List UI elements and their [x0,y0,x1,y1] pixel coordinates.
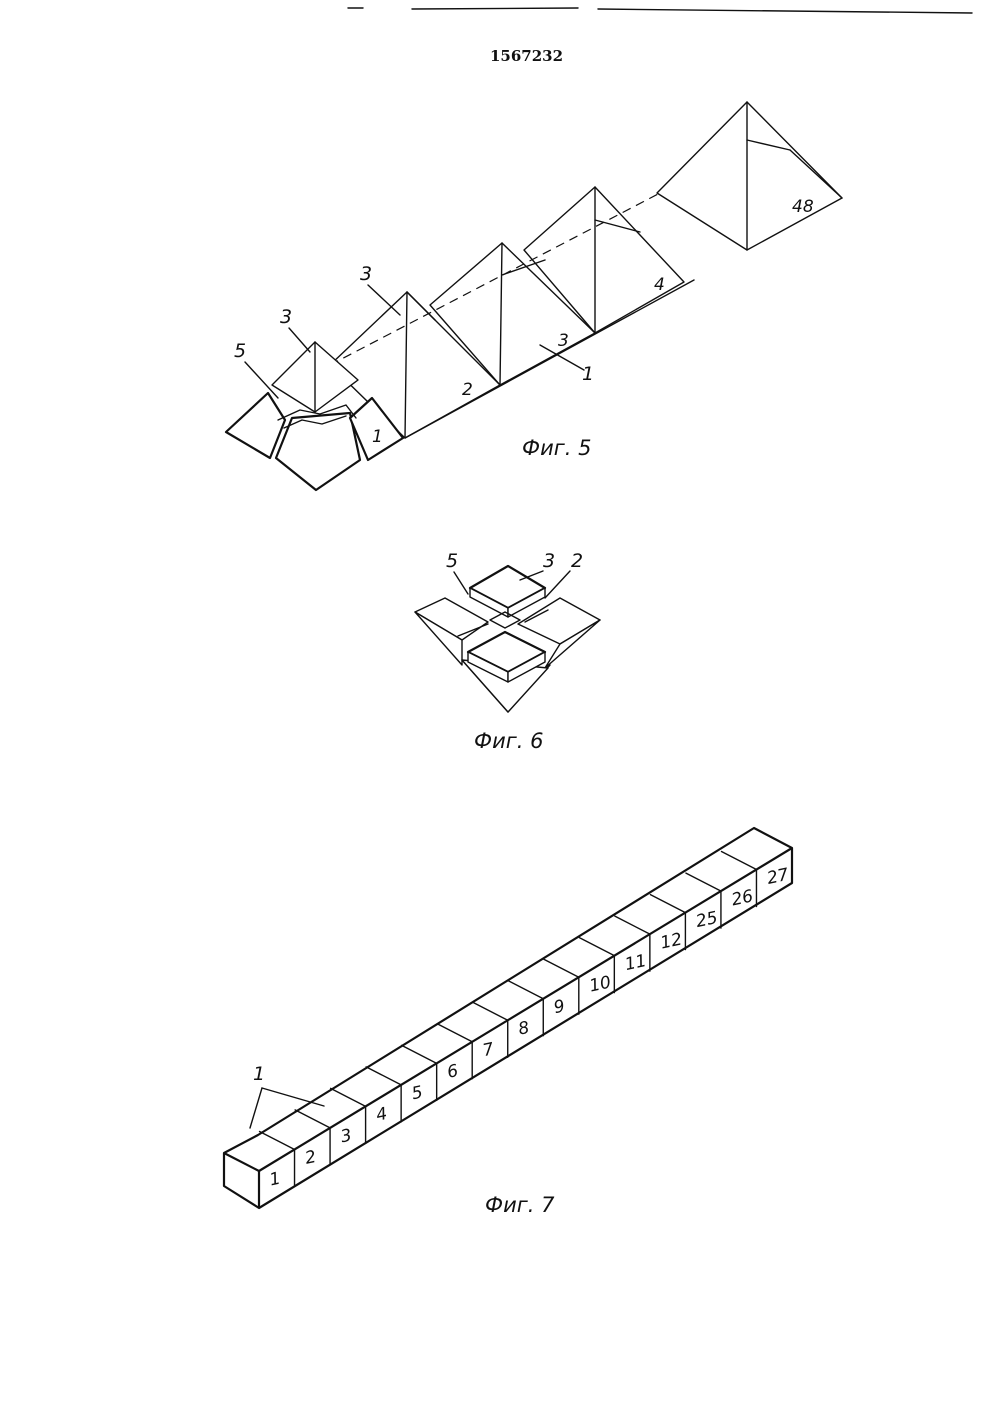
pyramid-2 [430,243,595,385]
pyramid-3 [524,187,684,333]
fig5-label-4: 4 [654,275,665,295]
fig5-label-2: 2 [462,380,473,400]
fig5-label-48: 48 [792,197,814,217]
fig7-part-label: 1 [253,1063,265,1085]
top-rules [348,8,972,13]
fig5-label-3c: 3 [558,331,569,351]
fig5-label-3a: 3 [280,306,292,328]
fig5-label-3b: 3 [360,263,372,285]
folded-assembly [226,342,403,490]
pyramid-48 [657,102,842,250]
fig6-label-2: 2 [571,550,583,572]
doc-number: 1567232 [490,47,563,65]
figure-5-pyramid-strip [226,102,842,490]
fig5-label-1a: 1 [372,427,383,447]
fig7-caption: Фиг. 7 [485,1193,555,1217]
fig6-caption: Фиг. 6 [474,729,543,753]
fig5-caption: Фиг. 5 [522,436,591,460]
figure-6-folded-cross [415,566,600,712]
fig6-label-3: 3 [543,550,555,572]
fig5-label-1b: 1 [582,363,594,385]
fig6-label-5: 5 [446,550,458,572]
fig5-label-5: 5 [234,340,246,362]
